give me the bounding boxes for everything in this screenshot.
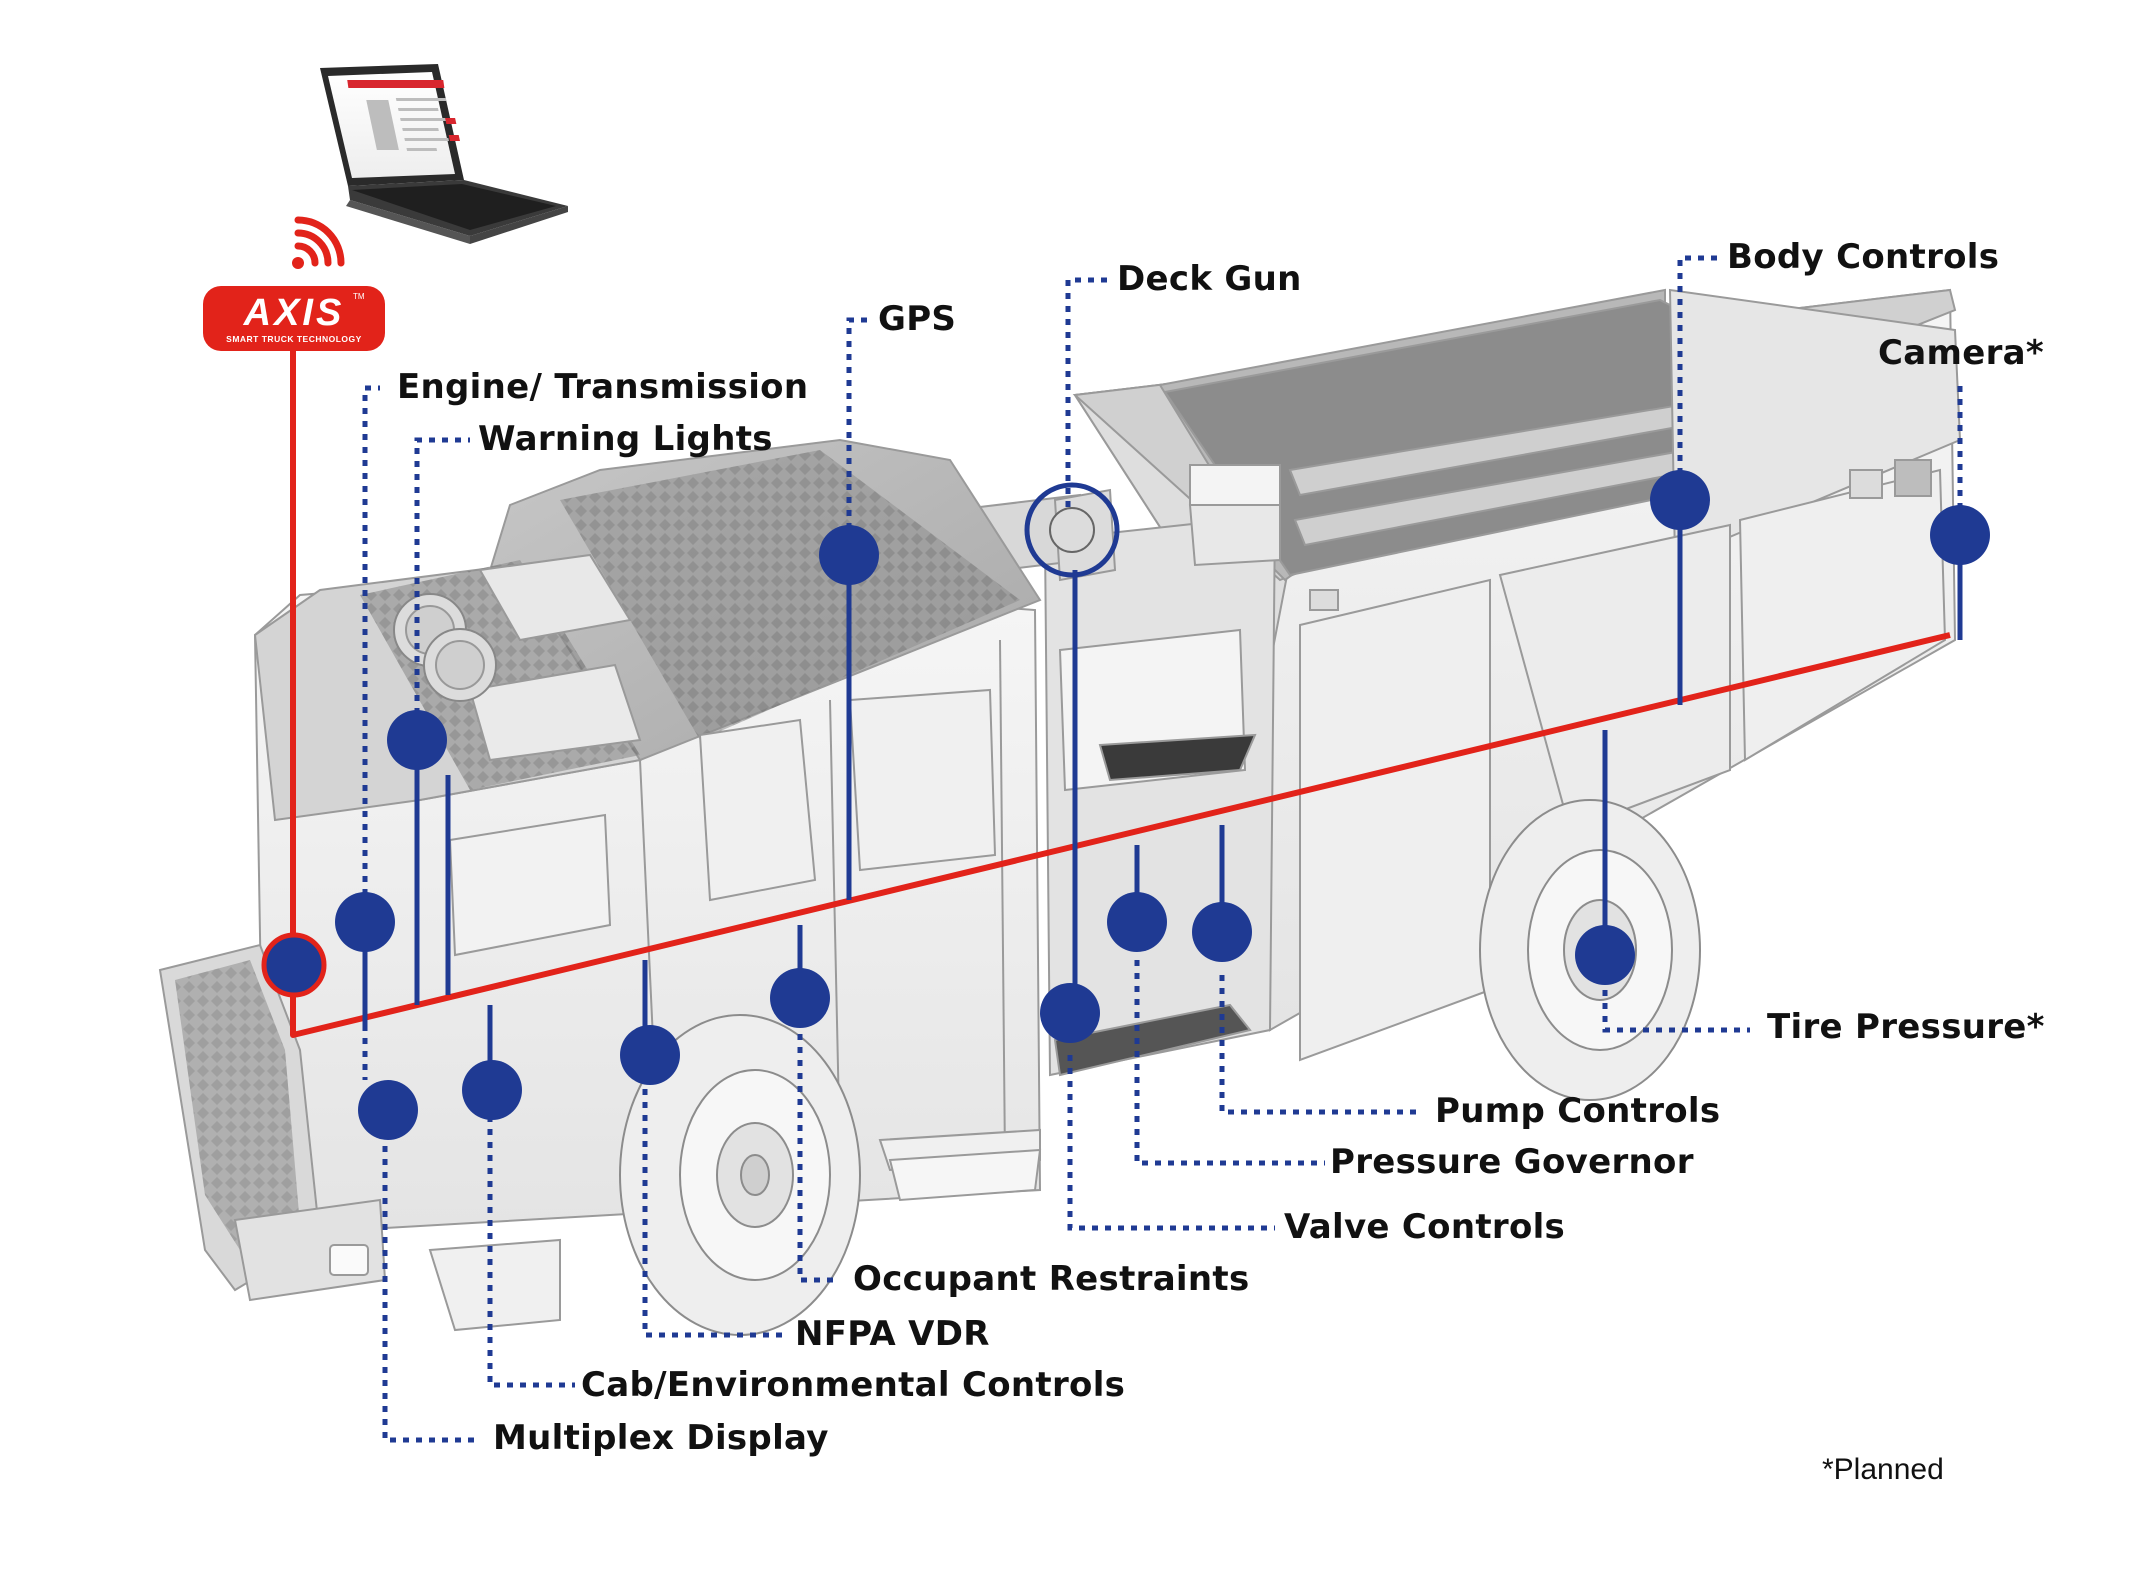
node-body-controls [1650,470,1710,530]
node-camera [1930,505,1990,565]
label-nfpa-vdr: NFPA VDR [795,1314,990,1354]
label-deck-gun: Deck Gun [1117,259,1302,299]
node-engine-transmission [335,892,395,952]
label-camera: Camera* [1878,333,2044,373]
label-pump-controls: Pump Controls [1435,1091,1721,1131]
truck-body [158,288,1962,1332]
label-multiplex-display: Multiplex Display [493,1418,829,1458]
node-valve-controls [1040,983,1100,1043]
laptop-icon [320,64,568,244]
label-gps: GPS [878,299,957,339]
sensor-nodes [261,470,1990,1140]
label-cab-environmental: Cab/Environmental Controls [581,1365,1126,1405]
node-nfpa-vdr [620,1025,680,1085]
label-occupant-restraints: Occupant Restraints [853,1259,1250,1299]
node-cab-environmental [462,1060,522,1120]
label-pressure-governor: Pressure Governor [1330,1142,1694,1182]
node-tire-pressure [1575,925,1635,985]
axis-logo-name: AXIS [243,292,345,334]
node-multiplex-display [358,1080,418,1140]
node-axis-module [261,932,327,998]
label-body-controls: Body Controls [1727,237,2000,277]
axis-logo-tagline: SMART TRUCK TECHNOLOGY [226,334,362,344]
wifi-icon [292,216,345,269]
node-occupant-restraints [770,968,830,1028]
label-valve-controls: Valve Controls [1284,1207,1566,1247]
dotted-connectors [362,255,1963,1443]
network-red-line [290,340,1951,1038]
footnote-planned: *Planned [1822,1453,1944,1486]
node-pump-controls [1192,902,1252,962]
node-gps [819,525,879,585]
node-warning-lights [387,710,447,770]
node-deck-gun [1024,482,1120,578]
label-tire-pressure: Tire Pressure* [1767,1007,2045,1047]
label-engine-transmission: Engine/ Transmission [397,367,809,407]
label-warning-lights: Warning Lights [478,419,773,459]
axis-logo: AXIS TM SMART TRUCK TECHNOLOGY [203,286,385,351]
node-pressure-governor [1107,892,1167,952]
axis-logo-tm: TM [353,292,365,301]
